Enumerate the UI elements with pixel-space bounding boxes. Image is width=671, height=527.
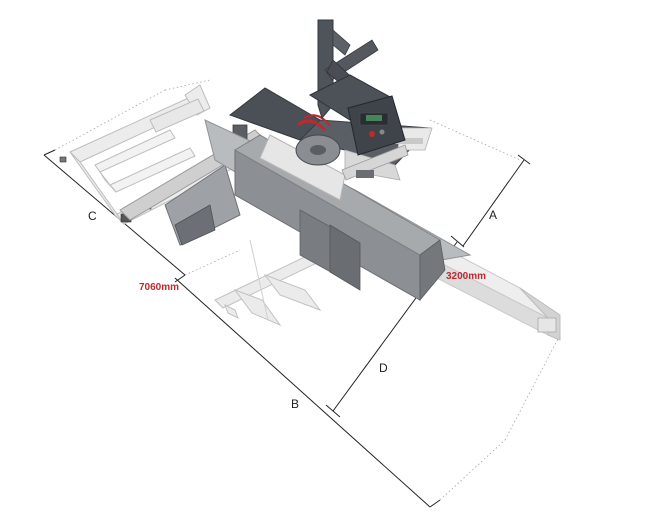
dimension-line-a xyxy=(462,159,525,247)
blade-guard xyxy=(297,114,331,132)
dimension-label-c: C xyxy=(88,209,97,223)
saw-cabinet xyxy=(204,119,472,302)
extension-lines xyxy=(54,79,561,501)
dimension-line-b xyxy=(174,277,431,508)
control-panel xyxy=(347,95,406,156)
length-value-label: 7060mm xyxy=(139,282,179,293)
dimension-label-d: D xyxy=(379,361,388,375)
dimension-label-a: A xyxy=(489,208,497,222)
rip-fence xyxy=(341,144,409,181)
saw-blade xyxy=(295,134,341,166)
width-value-label: 3200mm xyxy=(446,271,486,282)
dimension-label-b: B xyxy=(291,397,299,411)
